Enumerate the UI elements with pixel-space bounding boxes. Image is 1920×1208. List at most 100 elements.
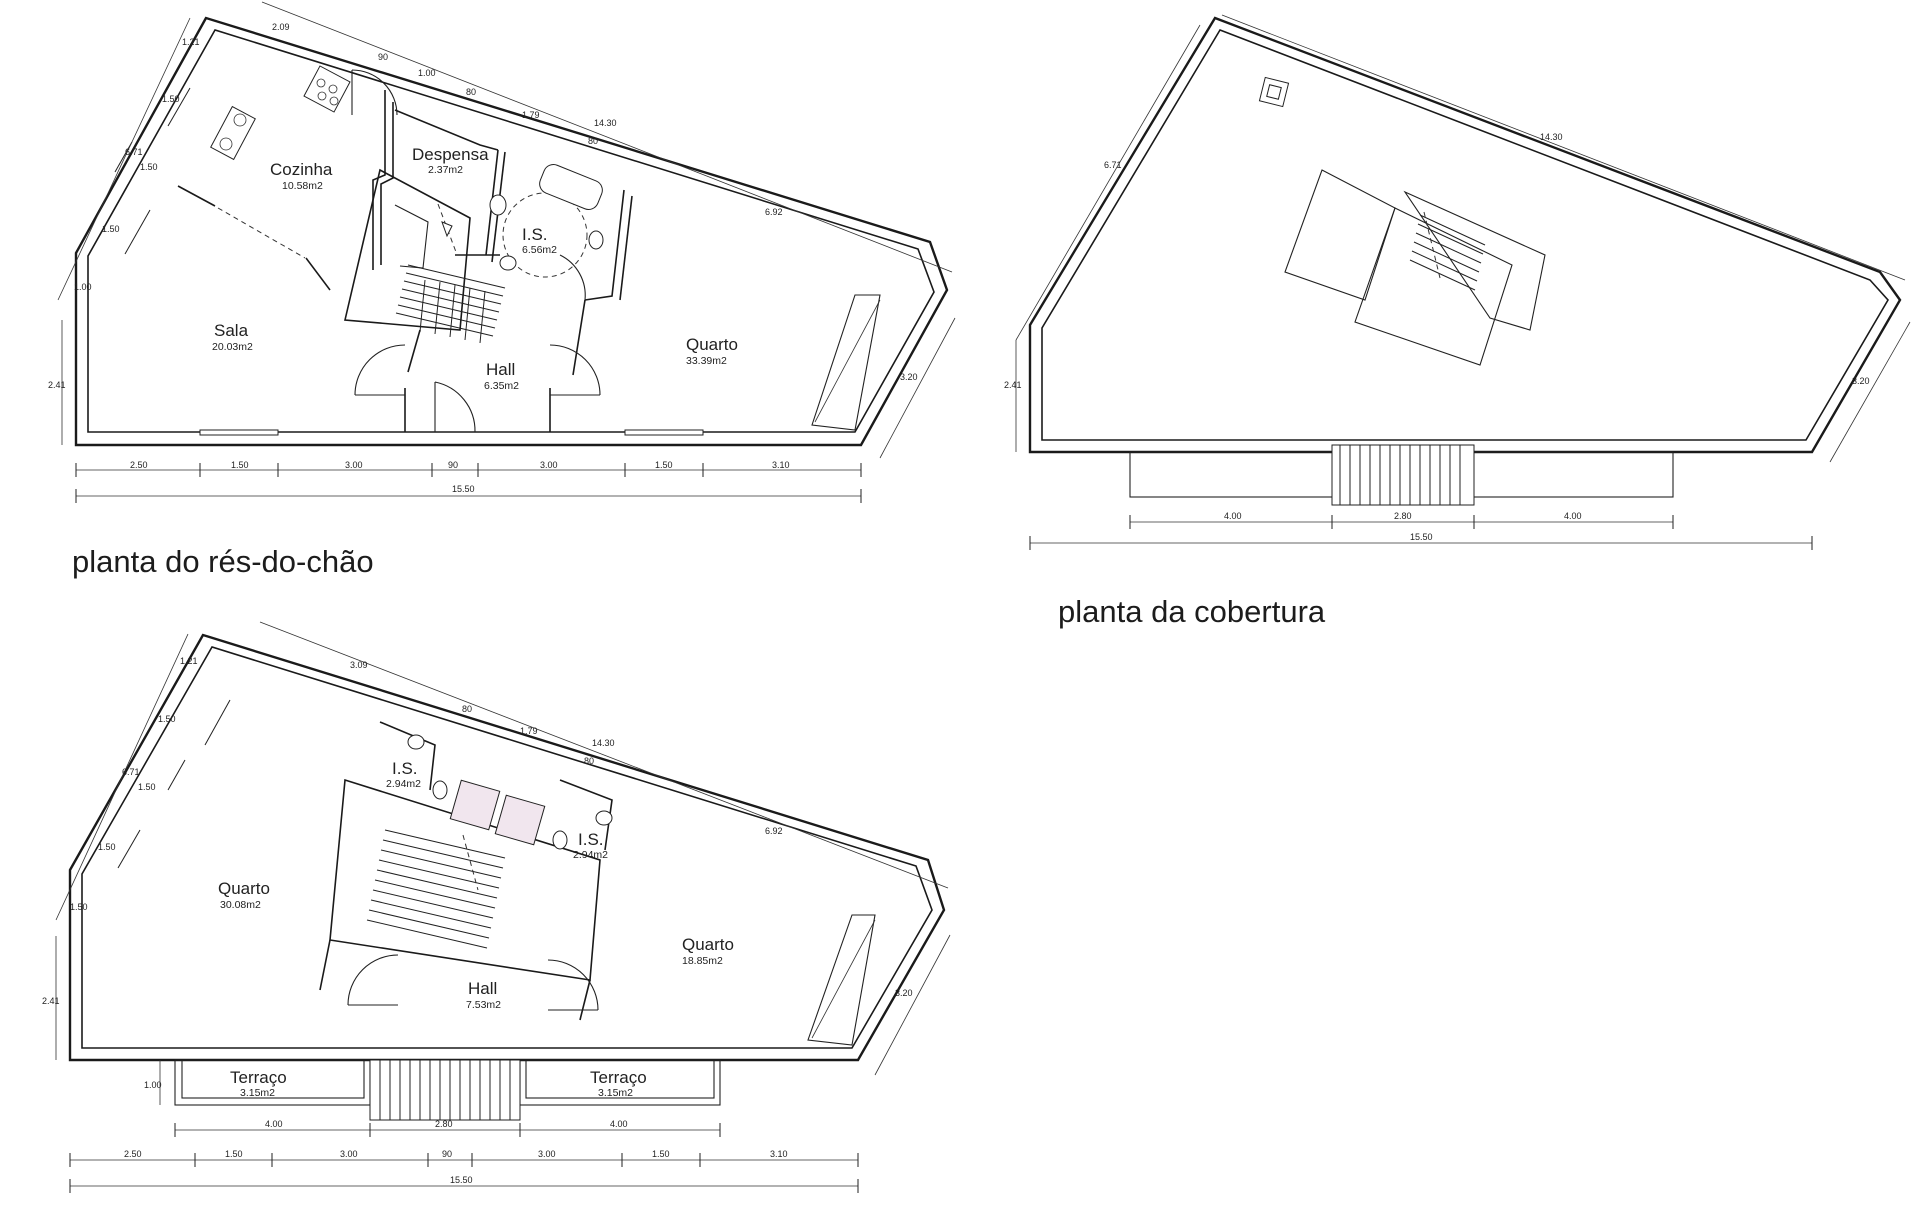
terraco-right-label: Terraço	[590, 1068, 647, 1087]
dim-label: 3.20	[1852, 376, 1870, 386]
quarto-right-area: 18.85m2	[682, 955, 723, 967]
partition-wall	[579, 979, 591, 1021]
roof-stairs	[1409, 214, 1486, 291]
terraco-left-label: Terraço	[230, 1068, 287, 1087]
first-inner-wall	[81, 646, 933, 1049]
door	[351, 69, 398, 116]
roof-stair-box	[1284, 169, 1396, 301]
dim-label: 80	[588, 136, 598, 146]
first-stairs	[366, 829, 506, 949]
dim-label: 2.41	[42, 996, 60, 1006]
door	[547, 959, 599, 1011]
dim-label: 3.00	[538, 1149, 556, 1159]
dim-label: 3.20	[900, 372, 918, 382]
hall-area: 6.35m2	[484, 380, 519, 392]
ground-stairs	[394, 204, 506, 344]
dim-line-left	[55, 633, 189, 921]
dim-label: 80	[584, 756, 594, 766]
roof-entrance-steps	[1331, 444, 1475, 506]
stair-enclosure	[344, 168, 471, 331]
dim-label: 1.50	[652, 1149, 670, 1159]
dim-label: 1.50	[140, 162, 158, 172]
entrance-door	[434, 381, 476, 433]
ground-floor-caption: planta do rés-do-chão	[72, 544, 374, 579]
sala-label: Sala	[214, 321, 249, 340]
dim-label: 1.50	[98, 842, 116, 852]
dim-label: 1.50	[138, 782, 156, 792]
dim-line-top	[259, 621, 949, 889]
is-wall	[619, 195, 633, 301]
washbasin	[588, 230, 604, 250]
ground-floor-plan: Cozinha 10.58m2 Despensa 2.37m2 I.S. 6.5…	[48, 1, 956, 503]
dim-label: 4.00	[1224, 511, 1242, 521]
window	[199, 429, 279, 436]
dim-label: 15.50	[450, 1175, 473, 1185]
open-partition	[217, 207, 306, 259]
dim-label: 6.71	[125, 147, 143, 157]
terraco-right-area: 3.15m2	[598, 1087, 633, 1099]
is-turning-circle	[502, 192, 588, 278]
kitchen-sink	[210, 105, 256, 161]
dim-label: 1.00	[144, 1080, 162, 1090]
dim-label: 3.00	[340, 1149, 358, 1159]
dim-line-left	[1015, 24, 1201, 341]
dim-label: 3.00	[540, 460, 558, 470]
partition-wall	[319, 939, 331, 991]
is-right-area: 2.94m2	[573, 849, 608, 861]
wardrobe	[811, 294, 881, 431]
dim-label: 15.50	[1410, 532, 1433, 542]
dim-label: 1.21	[180, 656, 198, 666]
dim-label: 2.41	[1004, 380, 1022, 390]
dim-label: 1.50	[225, 1149, 243, 1159]
dim-label: 6.71	[122, 767, 140, 777]
dim-label: 2.09	[272, 22, 290, 32]
dim-line-left	[57, 17, 191, 301]
partition-wall	[305, 257, 331, 291]
door	[347, 954, 399, 1006]
sala-area: 20.03m2	[212, 341, 253, 353]
washbasin	[407, 734, 425, 750]
dim-label: 2.80	[1394, 511, 1412, 521]
dim-label: 6.71	[1104, 160, 1122, 170]
is-area: 6.56m2	[522, 244, 557, 256]
dim-label: 3.09	[350, 660, 368, 670]
window	[204, 699, 231, 746]
dim-label: 80	[462, 704, 472, 714]
toilet	[489, 194, 507, 216]
dim-label: 1.21	[182, 37, 200, 47]
dim-label: 90	[442, 1149, 452, 1159]
bathtub	[539, 163, 603, 211]
terrace-left-inner	[181, 1059, 365, 1099]
ground-outer-wall	[74, 16, 949, 447]
dim-label: 6.92	[765, 826, 783, 836]
terraco-left-area: 3.15m2	[240, 1087, 275, 1099]
dim-label: 14.30	[592, 738, 615, 748]
wardrobe-line	[811, 919, 876, 1039]
cozinha-area: 10.58m2	[282, 180, 323, 192]
first-entrance-steps	[369, 1059, 521, 1121]
dim-label: 3.10	[772, 460, 790, 470]
dim-label: 2.50	[130, 460, 148, 470]
is-left-wall	[379, 721, 436, 791]
dim-label: 4.00	[265, 1119, 283, 1129]
window	[624, 429, 704, 436]
toilet	[432, 780, 448, 800]
dim-label: 1.50	[70, 902, 88, 912]
window	[167, 759, 186, 791]
hall-area: 7.53m2	[466, 999, 501, 1011]
first-outer-wall	[68, 633, 946, 1062]
dim-line-right	[879, 317, 956, 459]
is-right-wall	[559, 779, 613, 851]
shower-tray	[449, 779, 501, 831]
dim-label: 15.50	[452, 484, 475, 494]
hall-label: Hall	[468, 979, 497, 998]
dim-line-right	[874, 934, 951, 1076]
roof-outer-edge	[1028, 16, 1902, 454]
dim-label: 1.79	[520, 726, 538, 736]
dim-label: 2.50	[124, 1149, 142, 1159]
dim-label: 14.30	[1540, 132, 1563, 142]
hall-wall	[572, 299, 586, 376]
window	[117, 829, 141, 869]
terrace-right-inner	[525, 1059, 715, 1099]
dim-label: 1.50	[655, 460, 673, 470]
